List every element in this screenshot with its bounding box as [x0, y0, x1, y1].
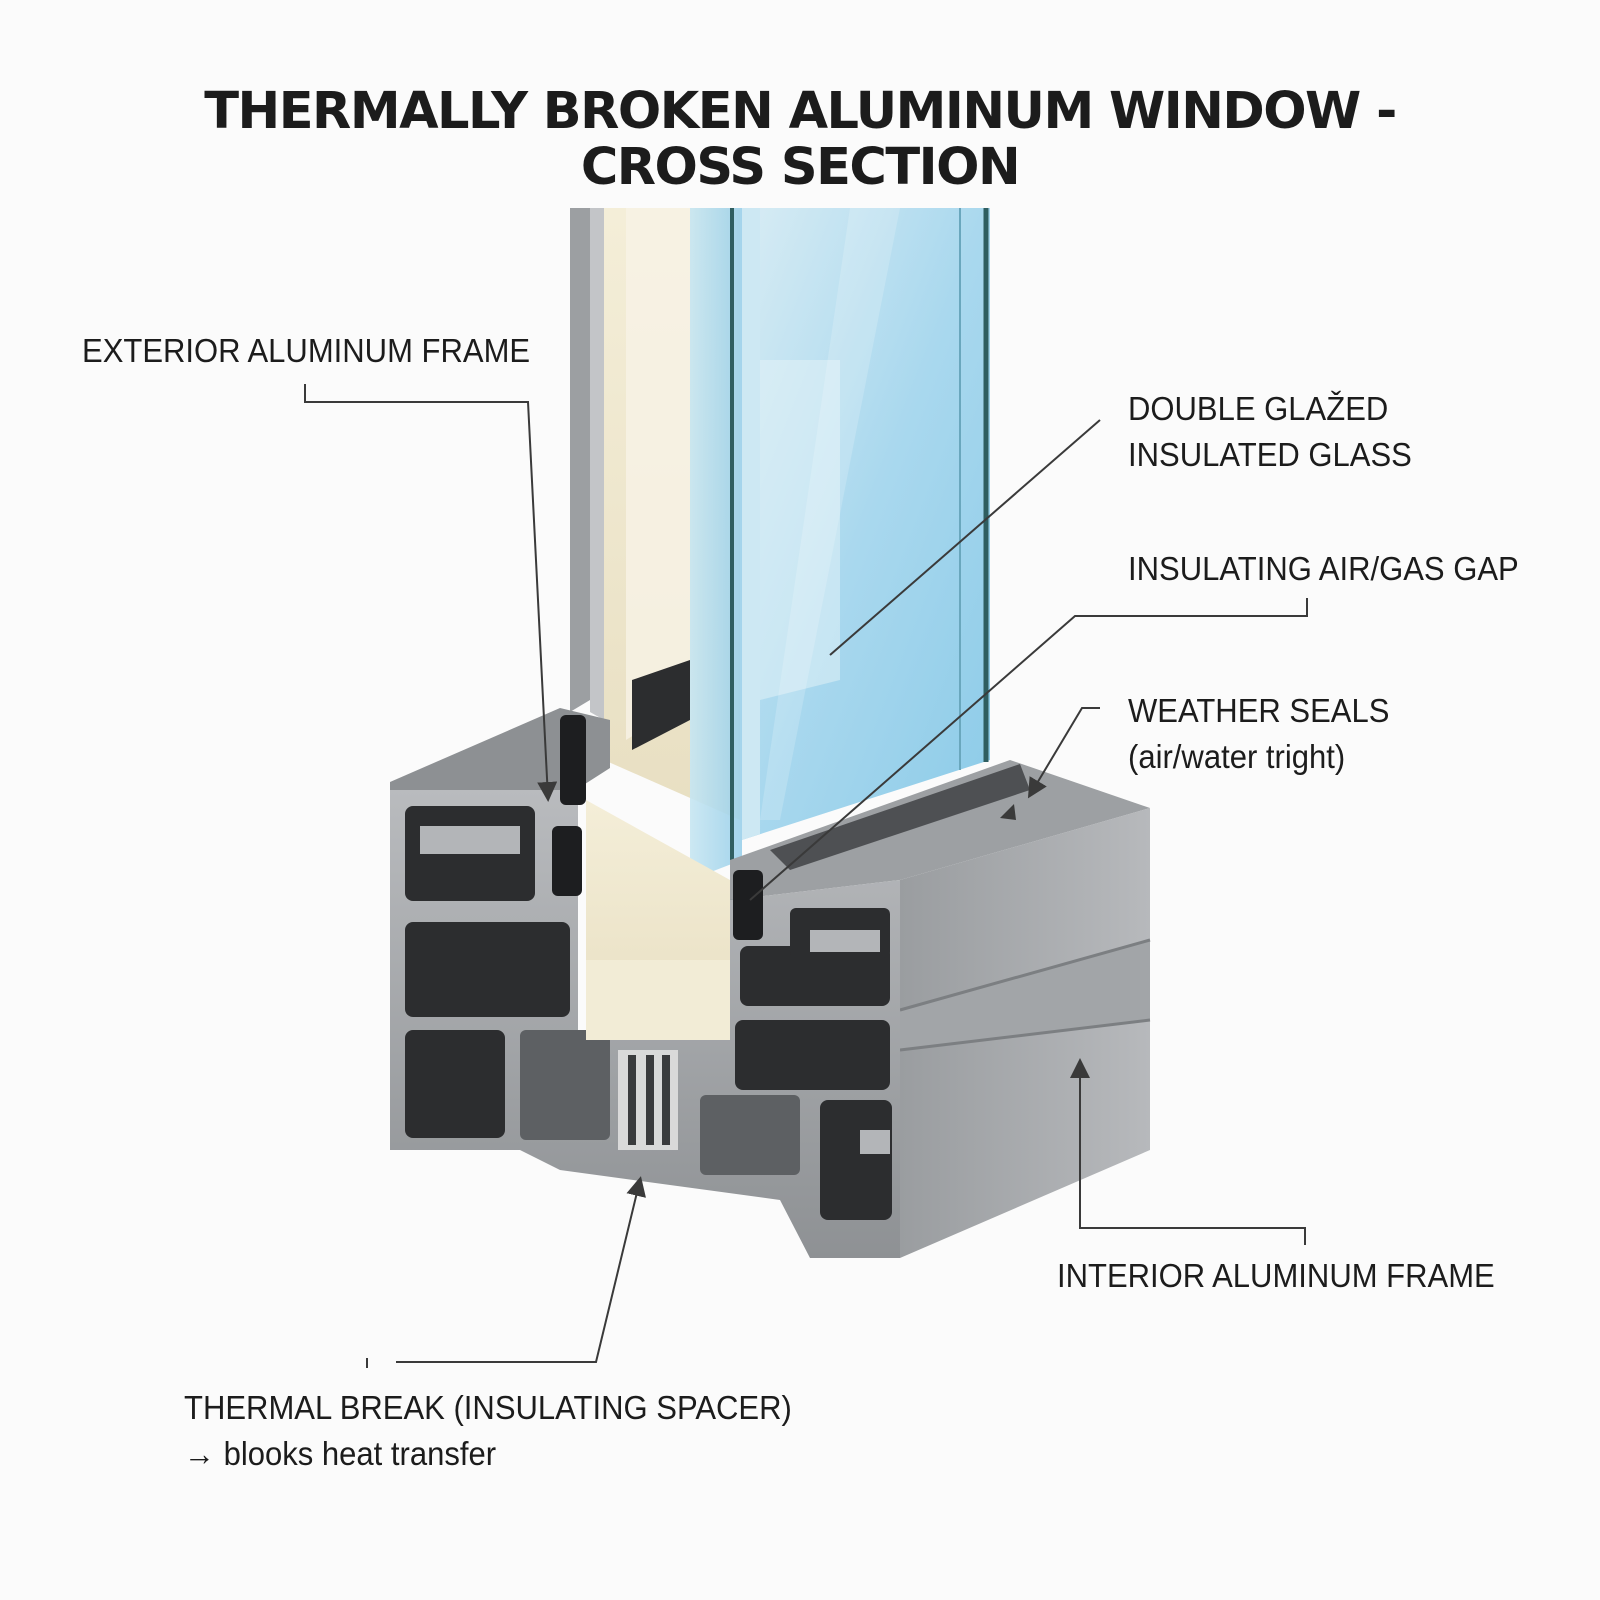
label-thermal-break-line-2: → blooks heat transfer	[184, 1435, 497, 1472]
frame-cross-section-face	[390, 715, 900, 1258]
label-double-glazed-glass: DOUBLE GLAŽED INSULATED GLASS	[1128, 386, 1412, 478]
label-interior-aluminum-frame: INTERIOR ALUMINUM FRAME	[1057, 1257, 1495, 1294]
label-glass-line-1: DOUBLE GLAŽED	[1128, 390, 1389, 427]
label-seals-line-1: WEATHER SEALS	[1128, 692, 1390, 729]
label-glass-line-2: INSULATED GLASS	[1128, 436, 1412, 473]
label-weather-seals: WEATHER SEALS (air/water tright)	[1128, 688, 1389, 780]
leader-glass	[829, 419, 1101, 656]
leader-gap	[749, 598, 1308, 901]
diagram-title: THERMALLY BROKEN ALUMINUM WINDOW - CROSS…	[0, 84, 1600, 196]
exterior-frame-upright	[570, 208, 604, 720]
label-exterior-aluminum-frame: EXTERIOR ALUMINUM FRAME	[82, 332, 531, 369]
interior-frame-side	[899, 808, 1151, 1258]
leader-thermal-break	[366, 1176, 646, 1368]
label-thermal-break-line-1: THERMAL BREAK (INSULATING SPACER)	[184, 1389, 792, 1426]
leader-exterior-frame	[304, 384, 558, 802]
label-thermal-break: THERMAL BREAK (INSULATING SPACER) → bloo…	[184, 1385, 792, 1477]
thermal-break-spacer	[618, 1050, 678, 1150]
double-glazed-glass	[690, 208, 990, 900]
title-line-2: CROSS SECTION	[580, 138, 1021, 197]
title-line-1: THERMALLY BROKEN ALUMINUM WINDOW -	[204, 82, 1397, 141]
leader-interior-frame	[1070, 1058, 1306, 1245]
label-seals-line-2: (air/water tright)	[1128, 738, 1346, 775]
label-insulating-gap: INSULATING AIR/GAS GAP	[1128, 550, 1519, 587]
leader-seals	[1000, 707, 1100, 820]
